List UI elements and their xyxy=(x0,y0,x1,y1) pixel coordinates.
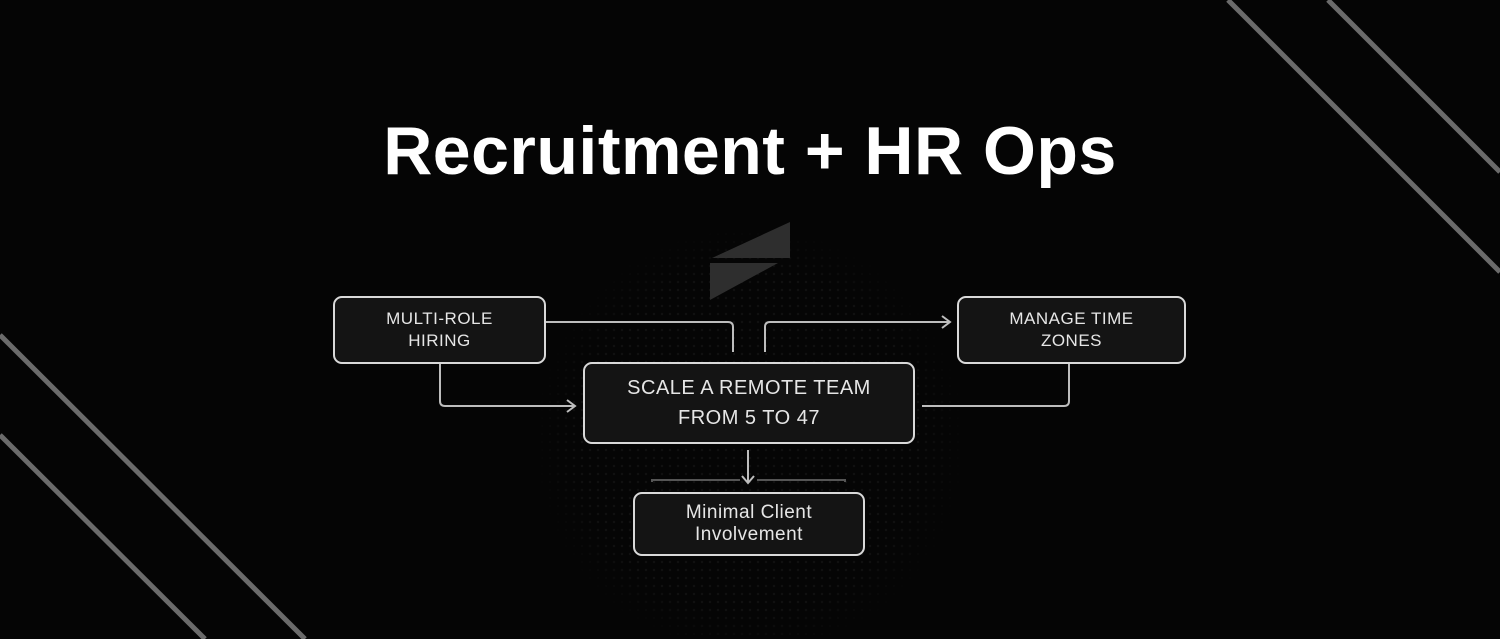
connector-right-top xyxy=(764,321,950,352)
connector-left-bottom xyxy=(439,363,575,407)
connectors xyxy=(439,315,1070,485)
node-manage-time-zones: MANAGE TIME ZONES xyxy=(957,296,1186,364)
diagonal-stripe xyxy=(0,433,207,639)
diagonal-stripe xyxy=(1226,0,1500,274)
node-minimal-client-involvement: Minimal Client Involvement xyxy=(633,492,865,556)
node-multi-role-hiring: MULTI-ROLE HIRING xyxy=(333,296,546,364)
diagonal-stripe xyxy=(0,333,307,639)
connector-left-top xyxy=(545,321,734,352)
arrow-head xyxy=(566,399,577,413)
bracket-line xyxy=(651,479,846,482)
bolt-logo-icon xyxy=(710,222,790,300)
page-title: Recruitment + HR Ops xyxy=(383,113,1117,189)
arrow-head xyxy=(941,315,952,329)
arrow-head xyxy=(741,475,755,485)
diagonal-stripe xyxy=(1326,0,1500,174)
connector-right-bottom xyxy=(922,363,1070,407)
node-scale-remote-team: SCALE A REMOTE TEAM FROM 5 TO 47 xyxy=(583,362,915,444)
